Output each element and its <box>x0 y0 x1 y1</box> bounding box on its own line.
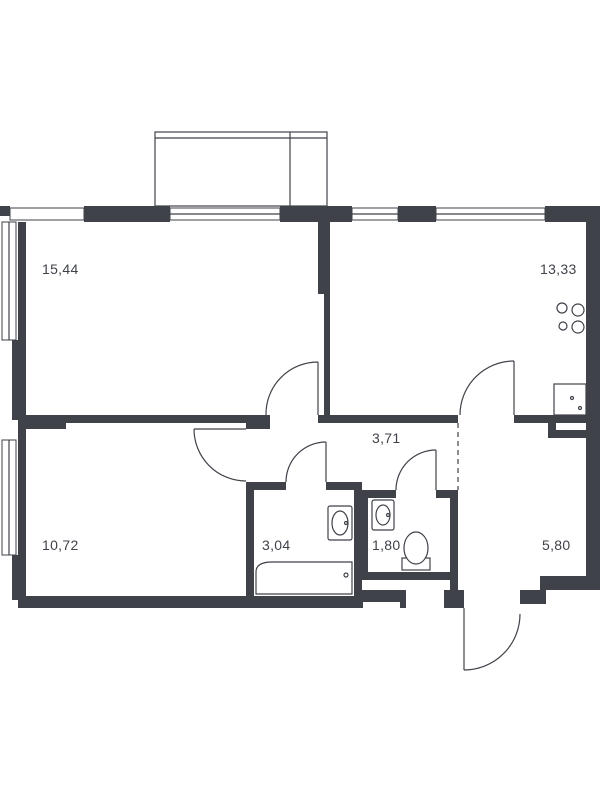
interior-walls <box>26 222 586 596</box>
outer-walls <box>0 206 600 608</box>
balcony <box>154 131 328 207</box>
room-area-bathroom: 3,04 <box>262 537 290 553</box>
room-area-kitchen: 13,33 <box>540 261 577 277</box>
room-area-corridor: 3,71 <box>372 430 400 446</box>
kitchen-fixtures <box>553 302 587 416</box>
room-labels: 15,44 13,33 10,72 3,71 3,04 1,80 5,80 <box>42 261 577 553</box>
room-area-hallway: 5,80 <box>542 537 570 553</box>
doors <box>193 360 521 671</box>
room-area-bedroom: 10,72 <box>42 537 79 553</box>
bathroom-fixtures <box>255 505 353 595</box>
room-area-toilet: 1,80 <box>372 537 400 553</box>
toilet-fixtures <box>371 499 431 571</box>
room-area-living-room: 15,44 <box>42 261 79 277</box>
